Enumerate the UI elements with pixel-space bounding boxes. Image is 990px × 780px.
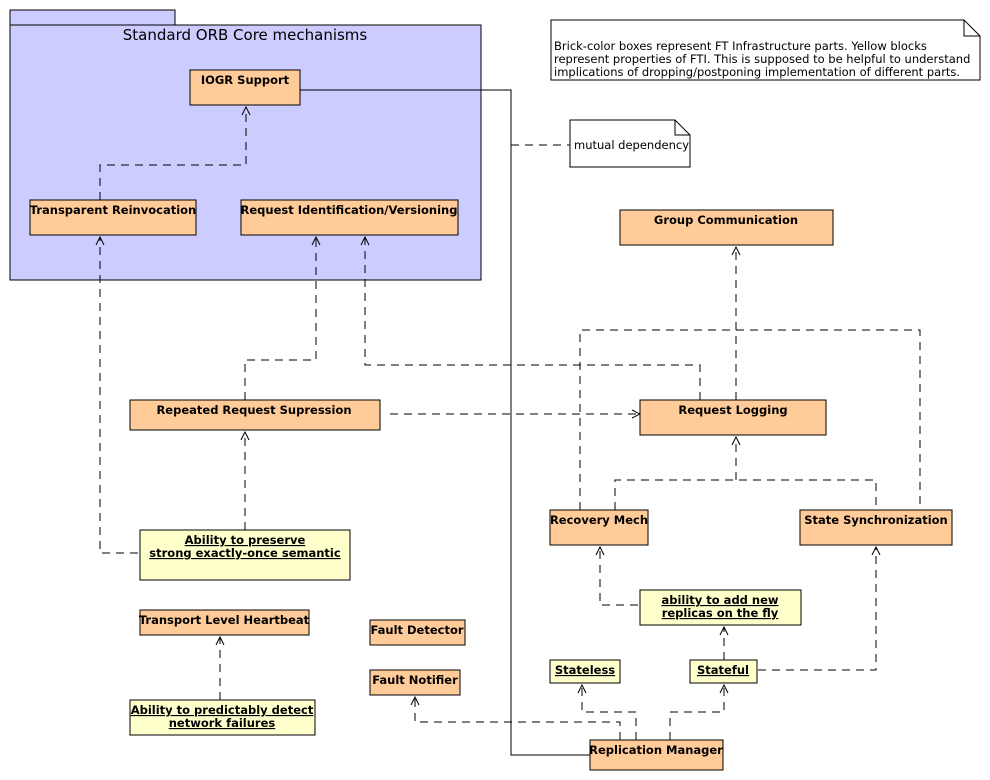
repeated-request-box: Repeated Request Supression [129, 399, 381, 431]
legend-line-3: implications of dropping/postponing impl… [554, 65, 960, 79]
replication-to-stateful [669, 685, 724, 740]
logging-to-identification [365, 237, 701, 400]
mutual-dependency-note: mutual dependency [569, 119, 691, 168]
exactly-once-line-2: strong exactly-once semantic [149, 546, 341, 560]
fault-notifier-label: Fault Notifier [372, 673, 458, 687]
iogr-support-label: IOGR Support [201, 73, 290, 87]
legend-note: Brick-color boxes represent FT Infrastru… [550, 19, 981, 81]
exactly-once-to-reinvocation [100, 237, 138, 554]
request-identification-box: Request Identification/Versioning [240, 199, 459, 236]
transparent-reinvocation-box: Transparent Reinvocation [29, 199, 197, 236]
detect-failures-line-2: network failures [169, 716, 276, 730]
reinvocation-to-iogr [99, 107, 246, 200]
add-replicas-property: ability to add new replicas on the fly [639, 589, 802, 626]
add-replicas-line-2: replicas on the fly [662, 606, 779, 620]
recovery-state-bracket [579, 329, 921, 510]
request-identification-label: Request Identification/Versioning [241, 203, 458, 217]
recovery-mech-box: Recovery Mech [549, 509, 649, 546]
package-tab [9, 9, 176, 26]
state-synchronization-box: State Synchronization [799, 509, 953, 546]
detect-failures-property: Ability to predictably detect network fa… [129, 699, 316, 736]
legend-line-2: represent properties of FTI. This is sup… [554, 52, 970, 66]
request-logging-label: Request Logging [678, 403, 787, 417]
exactly-once-line-1: Ability to preserve [185, 533, 306, 547]
group-communication-label: Group Communication [654, 213, 798, 227]
package-title: Standard ORB Core mechanisms [123, 26, 368, 44]
fault-detector-box: Fault Detector [369, 619, 466, 646]
request-logging-box: Request Logging [639, 399, 827, 436]
stateless-property: Stateless [549, 659, 621, 684]
fault-detector-label: Fault Detector [370, 623, 463, 637]
iogr-support-box: IOGR Support [189, 69, 301, 106]
connectors [99, 89, 921, 756]
repeated-to-identification [244, 237, 316, 400]
stateful-label: Stateful [697, 663, 749, 677]
exactly-once-property: Ability to preserve strong exactly-once … [139, 529, 351, 581]
replication-to-stateless [582, 685, 637, 740]
replication-to-fault-notifier [415, 697, 621, 740]
detect-failures-line-1: Ability to predictably detect [131, 703, 314, 717]
legend-line-1: Brick-color boxes represent FT Infrastru… [554, 39, 927, 53]
transport-heartbeat-label: Transport Level Heartbeat [139, 613, 310, 627]
iogr-replication-line [300, 89, 590, 756]
recovery-state-join [614, 479, 877, 510]
stateful-property: Stateful [689, 659, 758, 684]
transport-heartbeat-box: Transport Level Heartbeat [139, 609, 310, 636]
stateful-to-state-sync [758, 547, 876, 671]
fault-notifier-box: Fault Notifier [369, 669, 461, 696]
replicas-to-recovery [600, 547, 638, 606]
mutual-dependency-text: mutual dependency [574, 138, 689, 152]
repeated-request-label: Repeated Request Supression [156, 403, 351, 417]
package-body [9, 24, 482, 281]
stateless-label: Stateless [555, 663, 615, 677]
replication-manager-box: Replication Manager [589, 739, 724, 771]
recovery-mech-label: Recovery Mech [550, 513, 648, 527]
transparent-reinvocation-label: Transparent Reinvocation [30, 203, 196, 217]
group-communication-box: Group Communication [619, 209, 834, 246]
orb-core-package: Standard ORB Core mechanisms [9, 9, 482, 281]
replication-manager-label: Replication Manager [589, 743, 723, 757]
add-replicas-line-1: ability to add new [661, 593, 778, 607]
state-synchronization-label: State Synchronization [804, 513, 948, 527]
